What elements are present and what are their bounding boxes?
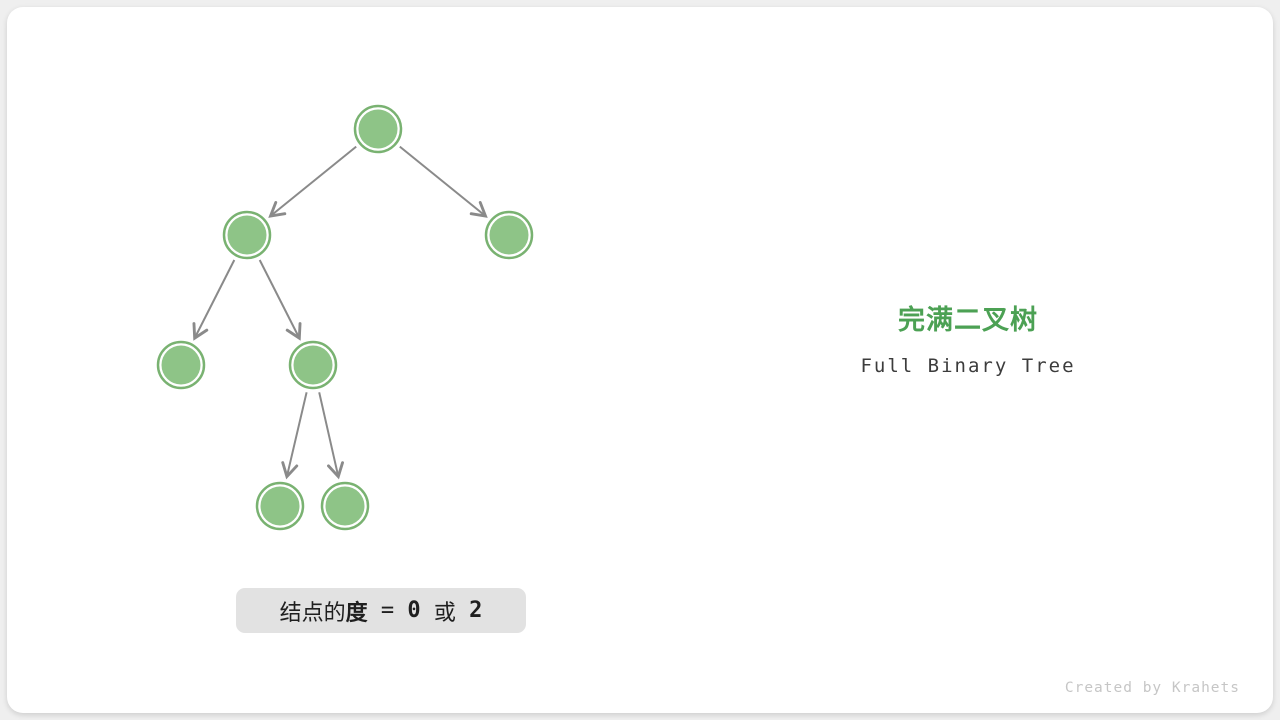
title-block: 完满二叉树 Full Binary Tree	[818, 298, 1118, 377]
tree-node	[353, 104, 403, 154]
watermark-credit: Created by Krahets	[1064, 680, 1240, 696]
caption-segment: =	[367, 598, 408, 623]
tree-node	[222, 210, 272, 260]
title-chinese: 完满二叉树	[898, 305, 1038, 335]
tree-node	[156, 340, 206, 390]
tree-edge	[399, 145, 488, 218]
caption-segment: 结点的	[279, 600, 346, 626]
tree-edge	[268, 145, 357, 218]
tree-node	[255, 481, 305, 531]
caption-segment: 或	[420, 600, 470, 626]
caption-segment: 0	[407, 598, 421, 623]
caption-segment: 2	[469, 598, 483, 623]
tree-edge	[318, 392, 344, 480]
tree-node	[320, 481, 370, 531]
tree-edge	[192, 259, 236, 341]
tree-node	[484, 210, 534, 260]
canvas-card	[7, 7, 1273, 713]
title-english: Full Binary Tree	[860, 355, 1076, 377]
tree-edge	[258, 259, 302, 341]
tree-node	[288, 340, 338, 390]
caption-segment: 度	[345, 600, 368, 626]
tree-edge	[281, 392, 308, 480]
degree-caption: 结点的度 = 0 或 2	[236, 588, 526, 633]
